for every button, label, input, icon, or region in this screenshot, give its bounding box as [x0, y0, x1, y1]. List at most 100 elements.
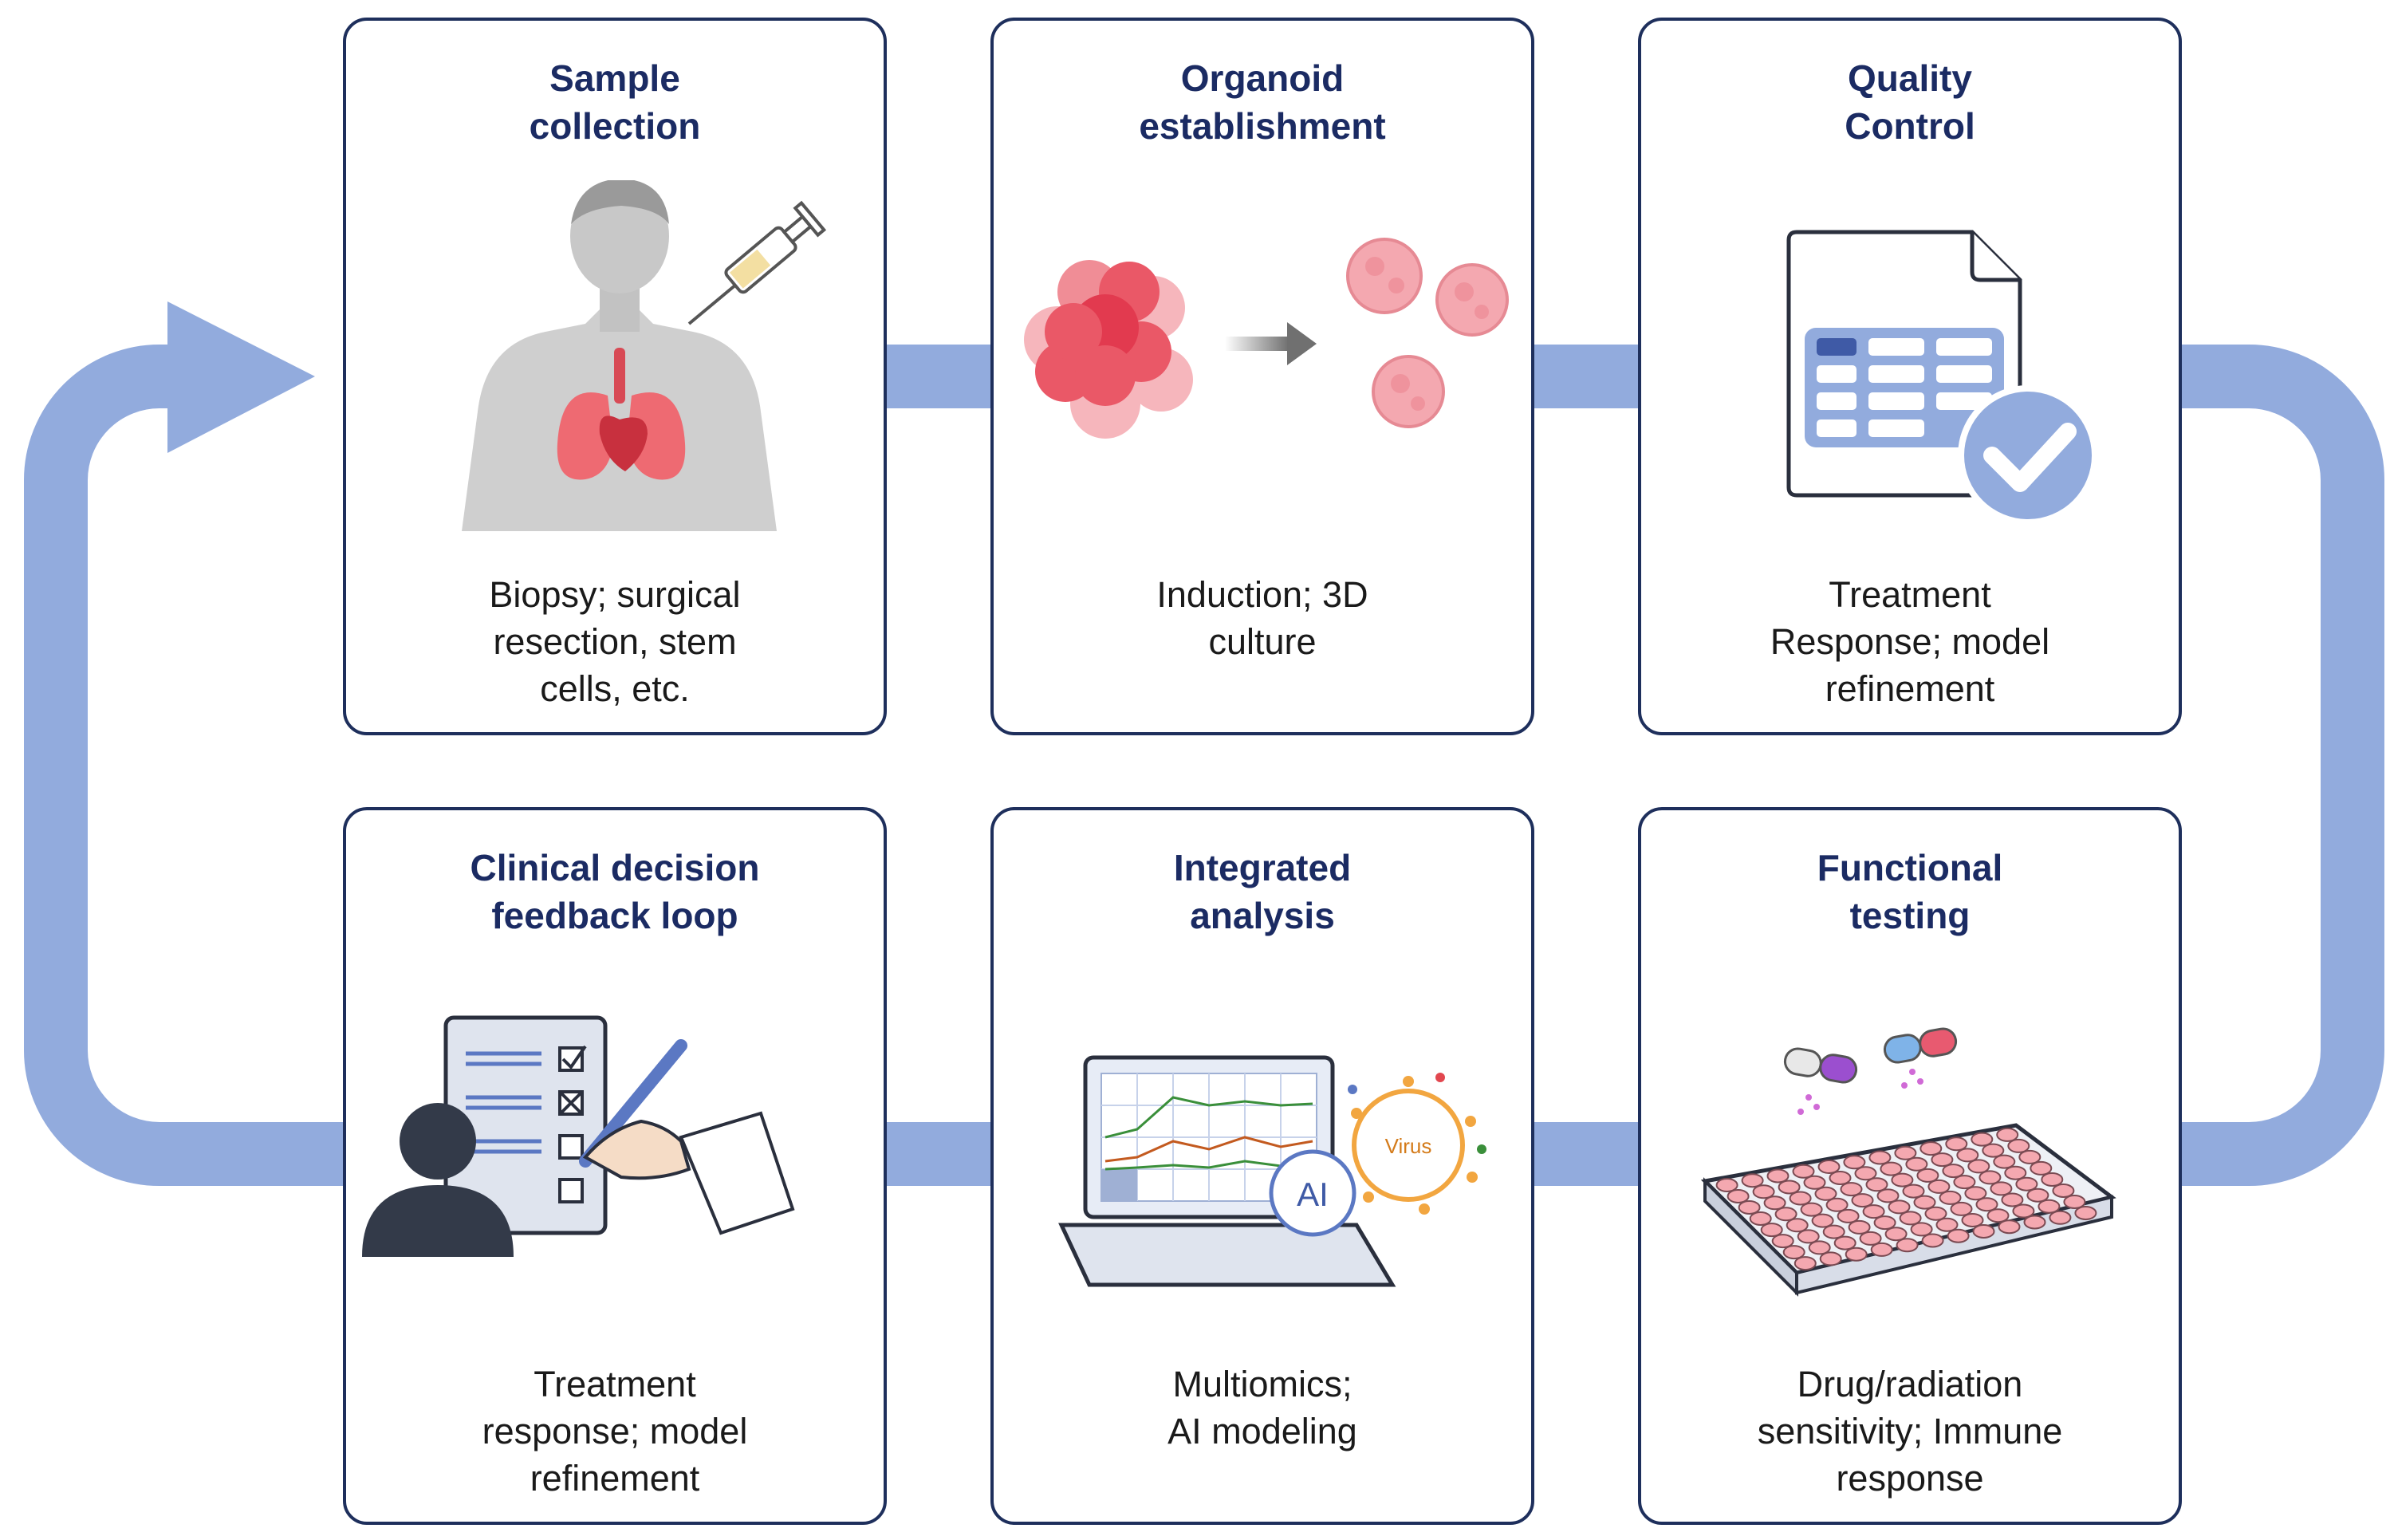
step-card-functional-testing: Functional testing Drug/radiat	[1638, 807, 2182, 1525]
well	[1876, 1188, 1900, 1203]
well	[1868, 1150, 1892, 1165]
well	[1927, 1179, 1951, 1194]
well	[2012, 1203, 2035, 1219]
step-title: Quality Control	[1845, 57, 1975, 147]
well	[2001, 1192, 2024, 1207]
well	[1990, 1181, 2013, 1196]
well	[1884, 1227, 1908, 1242]
well	[1749, 1211, 1772, 1226]
well	[1833, 1235, 1856, 1251]
virus-label: Virus	[1385, 1134, 1432, 1158]
well	[1800, 1202, 1823, 1217]
left-loop	[24, 345, 343, 1186]
well	[1921, 1233, 1944, 1248]
well	[2049, 1210, 2072, 1225]
step-title: Functional testing	[1817, 847, 2003, 936]
well	[1945, 1136, 1968, 1152]
well	[2052, 1184, 2075, 1198]
well	[2041, 1172, 2064, 1187]
well	[1961, 1213, 1984, 1227]
well	[1880, 1161, 1903, 1176]
well	[1919, 1141, 1943, 1156]
well	[1916, 1168, 1939, 1183]
step-description: Treatment response; model refinement	[482, 1364, 748, 1499]
well	[1766, 1168, 1790, 1184]
well	[2015, 1176, 2038, 1191]
well-plate-capsules-icon	[1700, 1027, 2116, 1297]
well	[1873, 1215, 1896, 1231]
well	[1986, 1208, 2010, 1223]
well	[1803, 1175, 1826, 1190]
step-title: Integrated analysis	[1173, 847, 1352, 936]
well	[1996, 1127, 2019, 1142]
well	[1760, 1223, 1783, 1238]
well	[2018, 1149, 2042, 1164]
well	[1950, 1201, 1973, 1216]
well	[1953, 1175, 1976, 1190]
well	[1942, 1164, 1965, 1179]
well	[1793, 1256, 1817, 1271]
well	[2004, 1165, 2027, 1180]
well	[1792, 1164, 1815, 1179]
well	[1967, 1159, 1990, 1174]
well	[1896, 1238, 1919, 1253]
well	[1982, 1143, 2005, 1158]
well	[1859, 1231, 1882, 1246]
well	[1752, 1184, 1775, 1199]
well	[1862, 1204, 1885, 1219]
well	[1738, 1200, 1761, 1215]
connector-top-2	[1525, 345, 1641, 408]
connector-bottom-2	[1525, 1122, 1641, 1186]
patient-syringe-icon	[462, 180, 827, 531]
well	[1819, 1251, 1842, 1266]
well	[2030, 1160, 2053, 1176]
well	[1931, 1152, 1954, 1168]
well	[1870, 1242, 1893, 1257]
step-title: Sample collection	[529, 57, 701, 147]
well	[1888, 1199, 1911, 1215]
well	[1848, 1219, 1871, 1235]
well	[1763, 1195, 1786, 1211]
well	[2063, 1195, 2086, 1209]
well	[1808, 1240, 1831, 1255]
well	[1956, 1148, 1979, 1163]
well	[1817, 1160, 1841, 1174]
well	[1902, 1184, 1925, 1199]
connector-bottom-1	[877, 1122, 994, 1186]
well	[1778, 1180, 1801, 1195]
well	[2026, 1187, 2049, 1203]
well	[1998, 1219, 2021, 1235]
step-description: Induction; 3D culture	[1156, 574, 1368, 662]
loop-arrowhead	[167, 301, 315, 453]
well	[1851, 1193, 1874, 1208]
well	[1814, 1186, 1837, 1201]
well	[1774, 1207, 1797, 1222]
well	[1899, 1211, 1922, 1226]
well	[1811, 1213, 1834, 1228]
well	[1837, 1208, 1860, 1223]
step-title: Organoid establishment	[1139, 57, 1386, 147]
step-title: Clinical decision feedback loop	[470, 847, 760, 936]
well	[1797, 1229, 1820, 1244]
well	[1843, 1155, 1866, 1170]
well	[1939, 1190, 1962, 1205]
step-card-sample-collection: Sample collection	[343, 18, 887, 735]
well	[1924, 1206, 1947, 1221]
well	[1935, 1217, 1959, 1232]
well	[1822, 1224, 1845, 1239]
step-card-clinical-decision: Clinical decision feedback loop	[343, 807, 887, 1525]
well	[2038, 1199, 2061, 1214]
well	[1993, 1154, 2016, 1169]
well	[1979, 1170, 2002, 1185]
step-card-integrated-analysis: Integrated analysis AI	[990, 807, 1534, 1525]
step-description: Drug/radiation sensitivity; Immune respo…	[1757, 1364, 2063, 1499]
well	[1741, 1173, 1764, 1188]
well	[2023, 1215, 2046, 1230]
clinician-checklist-icon	[362, 1015, 795, 1257]
well	[1782, 1245, 1805, 1260]
laptop-ai-virus-icon: AI Virus	[1058, 1055, 1486, 1287]
well	[1789, 1191, 1812, 1206]
well	[1840, 1182, 1863, 1197]
